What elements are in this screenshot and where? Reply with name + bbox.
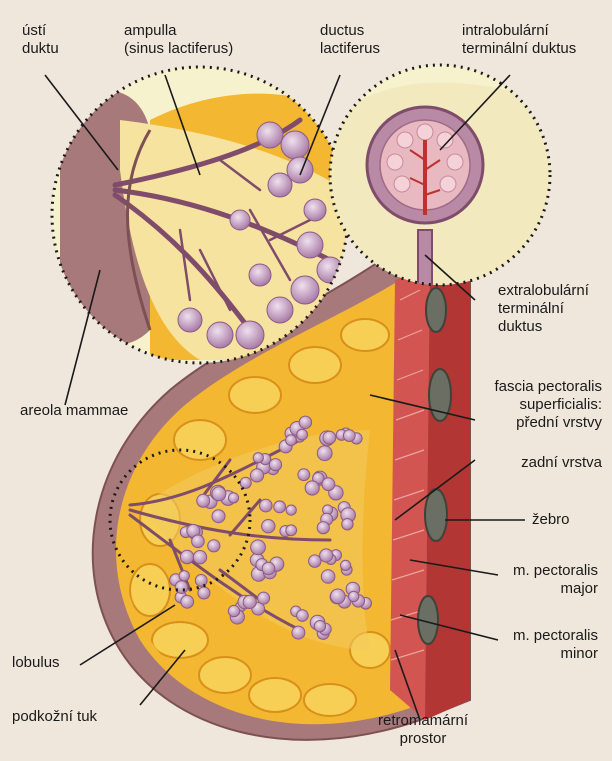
acinus [228,493,238,503]
acinus [323,431,336,444]
acinus [321,570,335,584]
acinus [292,626,305,639]
acinus [240,477,251,488]
acinus [262,520,275,533]
label-ductus-lactiferus: ductuslactiferus [320,22,380,58]
label-fascia-pectoralis: fascia pectoralissuperficialis:přední vr… [456,378,602,432]
acinus [349,591,359,601]
acinus [322,478,335,491]
acinus [195,575,207,587]
label-zebro: žebro [532,511,570,529]
acinus [258,592,270,604]
label-ampulla: ampulla(sinus lactiferus) [124,22,233,58]
label-podkozni-tuk: podkožní tuk [12,708,97,726]
acinus [179,571,189,581]
acinus [197,494,210,507]
acinus [317,446,332,461]
acinus [212,487,226,501]
acinus [341,560,351,570]
acinus [343,430,355,442]
label-areola-mammae: areola mammae [20,402,128,420]
acinus [175,581,188,594]
acinus [317,522,329,534]
acinus [274,501,286,513]
acinus [309,555,321,567]
acinus [260,499,273,512]
acinus [198,587,210,599]
acinus [299,416,311,428]
acinus [250,469,263,482]
label-extralobularni: extralobulárníterminálníduktus [498,282,589,336]
acinus [181,595,194,608]
acinus [286,525,297,536]
label-lobulus: lobulus [12,654,60,672]
acinus [297,610,309,622]
zoom-lobule-detail [330,65,550,300]
acinus [253,453,263,463]
label-pectoralis-minor: m. pectoralisminor [486,627,598,663]
acinus [180,550,193,563]
acinus [193,551,206,564]
acinus [262,562,275,575]
acinus [243,595,256,608]
acinus [192,535,205,548]
acinus [208,540,220,552]
acinus [269,459,281,471]
acinus [314,621,325,632]
acinus [298,469,310,481]
acinus [251,540,266,555]
acinus [212,510,225,523]
label-pectoralis-major: m. pectoralismajor [486,562,598,598]
acinus [342,519,353,530]
label-intralobularni: intralobulárníterminální duktus [462,22,576,58]
acinus [320,549,333,562]
acinus [331,589,346,604]
label-usti-duktu: ústíduktu [22,22,59,58]
label-retromamarni: retromamárníprostor [368,712,478,748]
acinus [297,429,308,440]
acinus [286,505,296,515]
acinus [286,435,297,446]
acinus [228,605,239,616]
acinus [305,481,319,495]
label-zadni-vrstva: zadní vrstva [456,454,602,472]
